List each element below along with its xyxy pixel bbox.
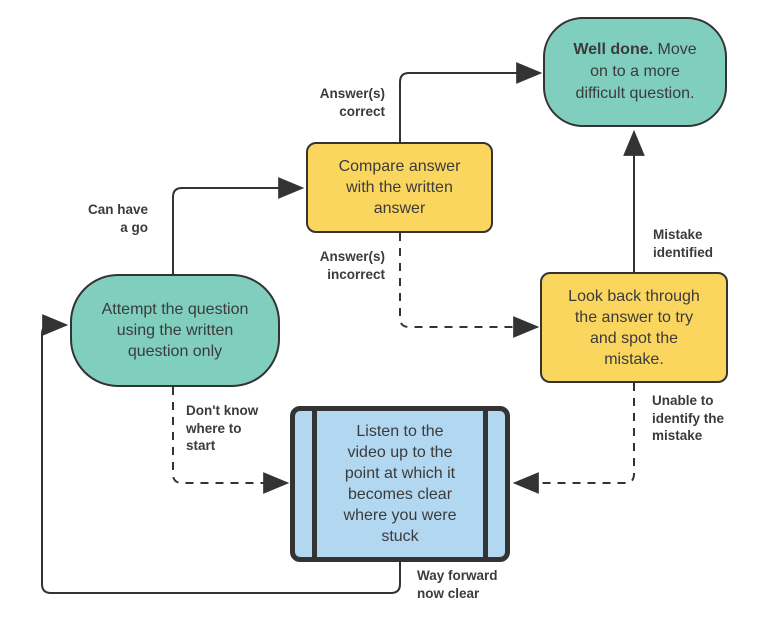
node-attempt-question: Attempt the question using the written q… <box>70 274 280 387</box>
node-well-done-text-bold: Well done. <box>573 41 654 58</box>
node-look-back: Look back through the answer to try and … <box>540 272 728 383</box>
connector-attempt-to-compare <box>172 177 305 274</box>
connector-attempt-to-video <box>172 387 290 494</box>
node-listen-video-text: Listen to the video up to the point at w… <box>343 423 457 545</box>
node-attempt-question-text: Attempt the question using the written q… <box>101 301 249 360</box>
edge-label-way-forward-now-clear: Way forward now clear <box>417 568 498 601</box>
connector-video-to-attempt-loop <box>41 314 401 594</box>
edge-label-answers-incorrect: Answer(s) incorrect <box>319 249 385 282</box>
connector-look-back-to-video <box>512 383 635 494</box>
connector-compare-to-look-back <box>399 233 540 338</box>
edge-label-can-have-a-go: Can have a go <box>87 202 148 235</box>
predefined-process-bar-left <box>312 411 317 557</box>
edge-label-dont-know-where-to-start: Don't know where to start <box>186 403 259 453</box>
node-look-back-text: Look back through the answer to try and … <box>568 287 700 368</box>
node-well-done: Well done. Move on to a more difficult q… <box>543 17 727 127</box>
predefined-process-bar-right <box>483 411 488 557</box>
node-compare-answer: Compare answer with the written answer <box>306 142 493 233</box>
connector-compare-to-well-done <box>399 62 543 142</box>
edge-label-unable-to-identify: Unable to identify the mistake <box>652 393 725 443</box>
edge-label-answers-correct: Answer(s) correct <box>319 86 385 119</box>
edge-label-mistake-identified: Mistake identified <box>653 227 713 260</box>
node-listen-video: Listen to the video up to the point at w… <box>290 406 510 562</box>
node-well-done-text: Well done. Move on to a more difficult q… <box>573 39 696 105</box>
node-well-done-text-rest: Move on to a more difficult question. <box>575 41 697 102</box>
node-compare-answer-text: Compare answer with the written answer <box>338 158 461 217</box>
